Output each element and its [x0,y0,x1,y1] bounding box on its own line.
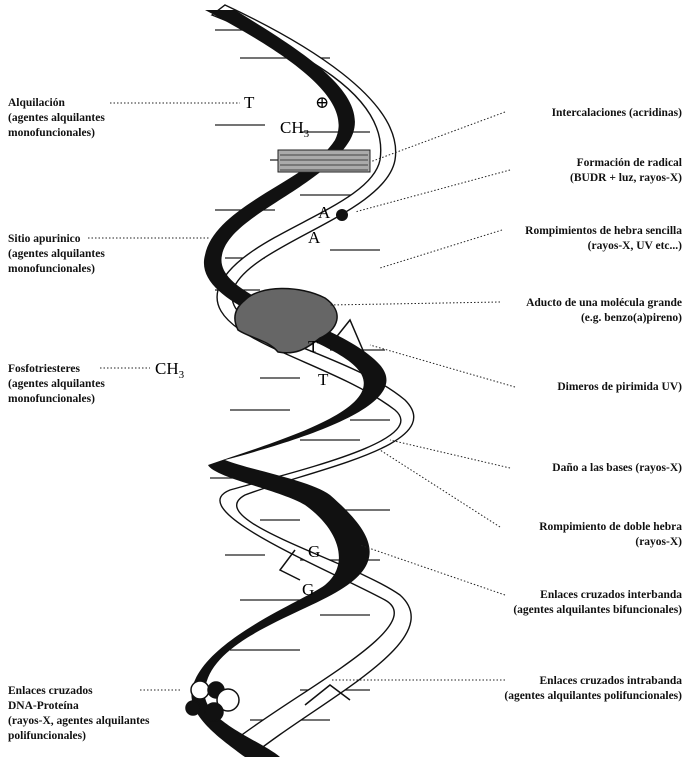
label-fosfotriesteres: Fosfotriesteres (agentes alquilantes mon… [8,362,105,407]
ch3-left: CH [155,359,179,378]
label-line: Enlaces cruzados intrabanda [504,674,682,689]
base-a1: A [318,203,331,222]
label-line: monofuncionales) [8,262,105,277]
base-a2: A [308,228,321,247]
label-radical: Formación de radical (BUDR + luz, rayos-… [570,156,682,186]
ch3-top-sub: 3 [304,128,310,140]
label-line: (agentes alquilantes polifuncionales) [504,689,682,704]
label-line: Rompimiento de doble hebra [539,520,682,535]
label-line: Dimeros de pirimida UV) [557,380,682,395]
label-line: Formación de radical [570,156,682,171]
label-sitio-apurinico: Sitio apurinico (agentes alquilantes mon… [8,232,105,277]
label-line: polifuncionales) [8,729,150,744]
svg-text:CH3: CH3 [155,359,185,381]
label-alquilacion: Alquilación (agentes alquilantes monofun… [8,96,105,141]
label-rompimiento-doble: Rompimiento de doble hebra (rayos-X) [539,520,682,550]
label-rompimiento-sencilla: Rompimientos de hebra sencilla (rayos-X,… [525,224,682,254]
label-line: Sitio apurinico [8,232,105,247]
base-g1: G [308,542,320,561]
label-line: (rayos-X, agentes alquilantes [8,714,150,729]
label-line: Enlaces cruzados [8,684,150,699]
label-line: (agentes alquilantes [8,111,105,126]
label-line: DNA-Proteína [8,699,150,714]
label-line: monofuncionales) [8,392,105,407]
radical-dot [336,209,348,221]
base-t3: T [318,370,329,389]
label-line: (rayos-X) [539,535,682,550]
label-enlaces-dna-proteina: Enlaces cruzados DNA-Proteína (rayos-X, … [8,684,150,744]
ch3-top: CH [280,118,304,137]
label-dimeros: Dimeros de pirimida UV) [557,380,682,395]
label-intrabanda: Enlaces cruzados intrabanda (agentes alq… [504,674,682,704]
base-g2: G [302,580,314,599]
base-t2: T [308,337,319,356]
label-line: Rompimientos de hebra sencilla [525,224,682,239]
label-line: (e.g. benzo(a)pireno) [526,311,682,326]
label-line: (agentes alquilantes [8,247,105,262]
label-line: Aducto de una molécula grande [526,296,682,311]
label-line: Fosfotriesteres [8,362,105,377]
label-line: Daño a las bases (rayos-X) [552,461,682,476]
intercalation-block [278,150,370,172]
label-line: (BUDR + luz, rayos-X) [570,171,682,186]
svg-text:CH3: CH3 [280,118,310,140]
label-line: Intercalaciones (acridinas) [552,106,682,121]
label-intercalaciones: Intercalaciones (acridinas) [552,106,682,121]
label-aducto: Aducto de una molécula grande (e.g. benz… [526,296,682,326]
label-line: Enlaces cruzados interbanda [513,588,682,603]
protein-crosslink-cluster [186,681,239,721]
label-line: (agentes alquilantes [8,377,105,392]
label-line: Alquilación [8,96,105,111]
plus-icon: ⊕ [315,93,329,112]
label-line: monofuncionales) [8,126,105,141]
label-interbanda: Enlaces cruzados interbanda (agentes alq… [513,588,682,618]
ch3-left-sub: 3 [179,369,185,381]
label-dano-bases: Daño a las bases (rayos-X) [552,461,682,476]
label-line: (agentes alquilantes bifuncionales) [513,603,682,618]
label-line: (rayos-X, UV etc...) [525,239,682,254]
base-t1: T [244,93,255,112]
